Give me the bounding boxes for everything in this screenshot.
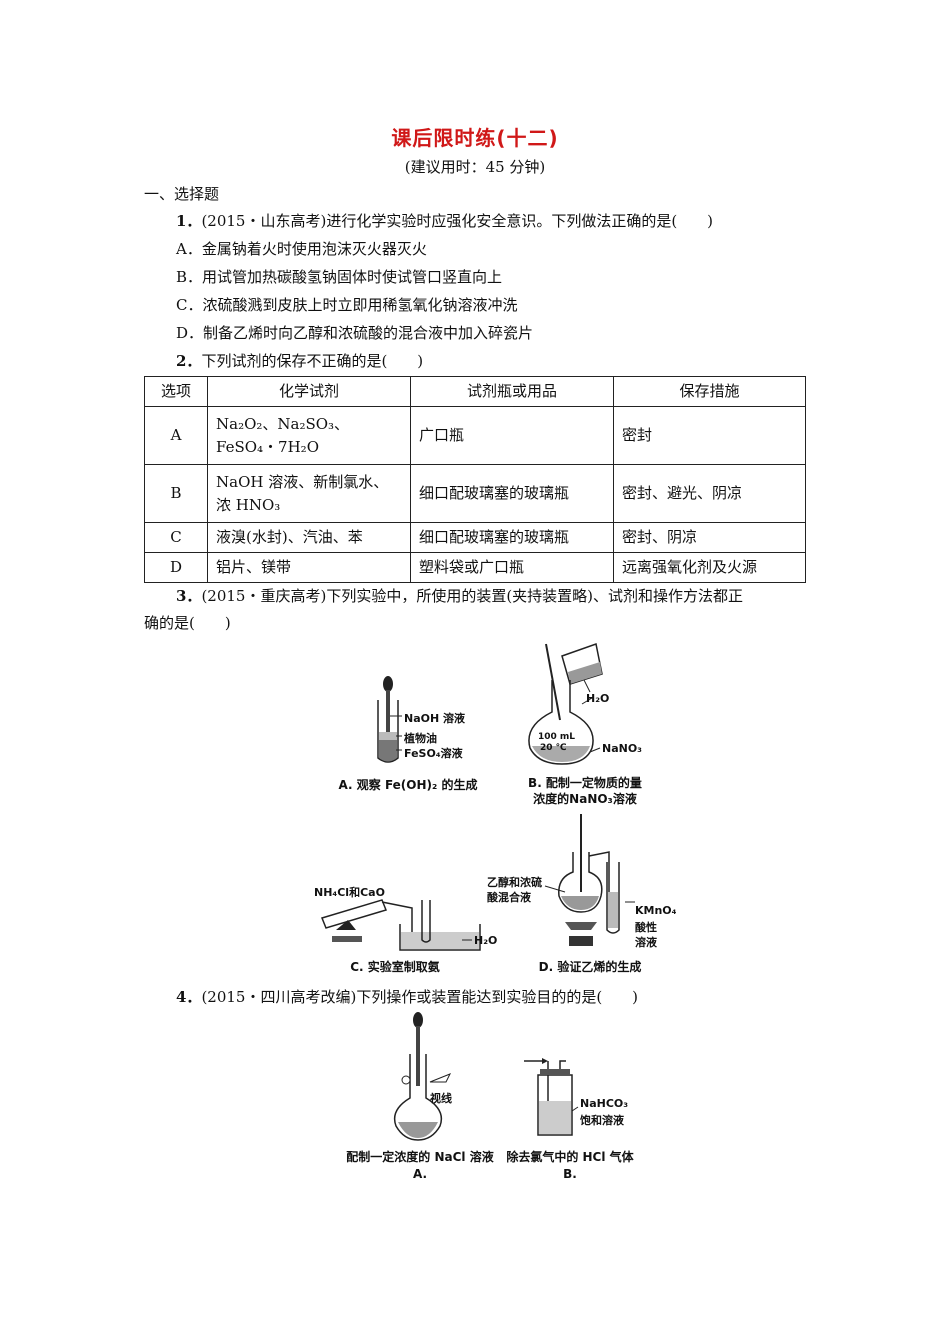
question-3-stem-cont: 确的是( ) [144, 614, 231, 632]
fig-label: FeSO₄溶液 [404, 747, 463, 760]
figure-caption: 除去氯气中的 HCl 气体 [506, 1150, 634, 1164]
table-header: 化学试剂 [207, 376, 411, 407]
page-title: 课后限时练(十二) [391, 126, 559, 150]
figure-caption: B. 配制一定物质的量 [528, 776, 642, 790]
table-header: 保存措施 [613, 376, 806, 407]
question-1-stem: 1．(2015・山东高考)进行化学实验时应强化安全意识。下列做法正确的是( ) [176, 210, 713, 232]
question-4-stem: 4．(2015・四川高考改编)下列操作或装置能达到实验目的的是( ) [176, 986, 638, 1008]
table-cell: 密封、阴凉 [613, 522, 806, 553]
table-cell: A [144, 406, 208, 465]
figure-4b-gas-washing-bottle: NaHCO₃ 饱和溶液 [520, 1055, 660, 1140]
fig-label: 酸性 [635, 921, 657, 934]
table-cell: D [144, 552, 208, 583]
table-cell: NaOH 溶液、新制氯水、浓 HNO₃ [207, 464, 411, 523]
table-cell: 细口配玻璃塞的玻璃瓶 [410, 522, 614, 553]
question-text: (2015・四川高考改编)下列操作或装置能达到实验目的的是( ) [201, 988, 639, 1006]
figure-letter: A. [412, 1167, 428, 1181]
figure-3c-ammonia-setup: NH₄Cl和CaO H₂O [312, 880, 502, 955]
question-number: 3． [176, 587, 202, 605]
table-cell: 铝片、镁带 [207, 552, 411, 583]
q1-option-c: C．浓硫酸溅到皮肤上时立即用稀氢氧化钠溶液冲洗 [176, 296, 518, 314]
fig-label: 溶液 [635, 936, 657, 949]
q1-option-b: B．用试管加热碳酸氢钠固体时使试管口竖直向上 [176, 268, 503, 286]
reagent-storage-table: 选项 化学试剂 试剂瓶或用品 保存措施 A Na₂O₂、Na₂SO₃、FeSO₄… [144, 376, 806, 583]
question-text: 下列试剂的保存不正确的是( ) [201, 352, 424, 370]
question-2-stem: 2．下列试剂的保存不正确的是( ) [176, 350, 423, 372]
fig-label: 20 ℃ [540, 743, 567, 753]
figure-3b-volumetric-flask: H₂O 100 mL 20 ℃ NaNO₃ [520, 640, 643, 770]
fig-label: KMnO₄ [635, 904, 677, 917]
figure-caption: 配制一定浓度的 NaCl 溶液 [346, 1150, 494, 1164]
question-text: (2015・山东高考)进行化学实验时应强化安全意识。下列做法正确的是( ) [201, 212, 714, 230]
table-cell: 远离强氧化剂及火源 [613, 552, 806, 583]
fig-label: H₂O [586, 692, 610, 705]
table-row: D 铝片、镁带 塑料袋或广口瓶 远离强氧化剂及火源 [144, 552, 806, 583]
fig-label: NaOH 溶液 [404, 712, 466, 725]
table-cell: 广口瓶 [410, 406, 614, 465]
fig-label: 视线 [430, 1092, 452, 1105]
question-number: 4． [176, 988, 202, 1006]
fig-label: NH₄Cl和CaO [314, 886, 385, 899]
table-header: 试剂瓶或用品 [410, 376, 614, 407]
question-3-stem: 3．(2015・重庆高考)下列实验中，所使用的装置(夹持装置略)、试剂和操作方法… [176, 585, 743, 607]
fig-label: NaHCO₃ [580, 1097, 629, 1110]
figure-3d-ethylene-setup: 乙醇和浓硫 酸混合液 KMnO₄ 酸性 溶液 [485, 812, 685, 952]
section-heading: 一、选择题 [144, 185, 220, 203]
q1-option-a: A．金属钠着火时使用泡沫灭火器灭火 [176, 240, 427, 258]
table-cell: 密封、避光、阴凉 [613, 464, 806, 523]
figure-caption: C. 实验室制取氨 [350, 960, 440, 974]
question-number: 1． [176, 212, 202, 230]
figure-caption: D. 验证乙烯的生成 [538, 960, 642, 974]
table-cell: C [144, 522, 208, 553]
figure-letter: B. [563, 1167, 577, 1181]
table-cell: Na₂O₂、Na₂SO₃、FeSO₄・7H₂O [207, 406, 411, 465]
fig-label: 酸混合液 [487, 891, 531, 904]
fig-label: NaNO₃ [602, 742, 643, 755]
table-cell: 塑料袋或广口瓶 [410, 552, 614, 583]
table-cell: 液溴(水封)、汽油、苯 [207, 522, 411, 553]
fig-label: 饱和溶液 [580, 1114, 624, 1127]
table-row: A Na₂O₂、Na₂SO₃、FeSO₄・7H₂O 广口瓶 密封 [144, 406, 806, 465]
figure-4a-volumetric-flask: 视线 [390, 1010, 500, 1142]
q1-option-d: D．制备乙烯时向乙醇和浓硫酸的混合液中加入碎瓷片 [176, 324, 534, 342]
question-number: 2． [176, 352, 202, 370]
table-cell: B [144, 464, 208, 523]
figure-caption: A. 观察 Fe(OH)₂ 的生成 [338, 778, 478, 792]
fig-label: 100 mL [538, 732, 576, 742]
fig-label: H₂O [474, 934, 498, 947]
figure-caption: 浓度的NaNO₃溶液 [533, 792, 637, 806]
fig-label: 乙醇和浓硫 [487, 876, 542, 889]
page-subtitle: (建议用时：45 分钟) [404, 158, 546, 176]
table-cell: 密封 [613, 406, 806, 465]
table-header: 选项 [144, 376, 208, 407]
table-row: B NaOH 溶液、新制氯水、浓 HNO₃ 细口配玻璃塞的玻璃瓶 密封、避光、阴… [144, 464, 806, 523]
table-header-row: 选项 化学试剂 试剂瓶或用品 保存措施 [144, 376, 806, 407]
fig-label: 植物油 [404, 732, 437, 745]
question-text: (2015・重庆高考)下列实验中，所使用的装置(夹持装置略)、试剂和操作方法都正 [201, 587, 744, 605]
figure-3a-test-tube: NaOH 溶液 植物油 FeSO₄溶液 [360, 670, 500, 770]
table-cell: 细口配玻璃塞的玻璃瓶 [410, 464, 614, 523]
table-row: C 液溴(水封)、汽油、苯 细口配玻璃塞的玻璃瓶 密封、阴凉 [144, 522, 806, 553]
